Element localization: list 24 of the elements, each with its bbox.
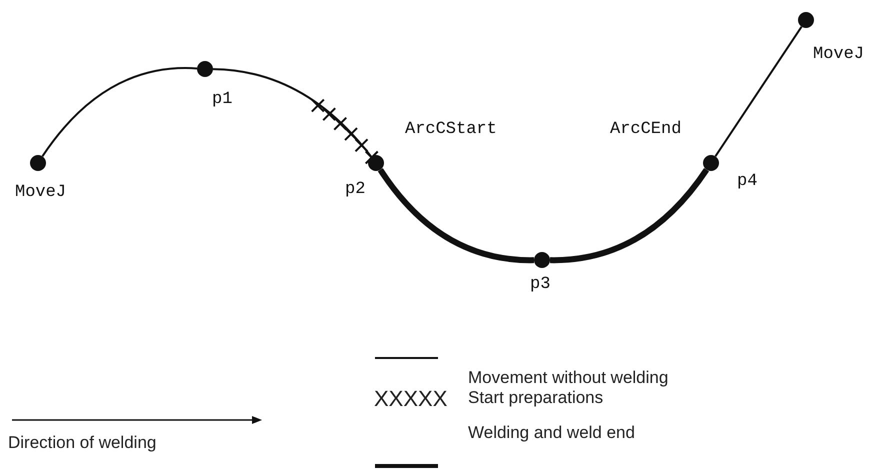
instruction-label: ArcCEnd [610, 120, 682, 140]
point-label: p4 [737, 172, 758, 192]
cross-symbol-text: XXXXX [374, 386, 448, 412]
waypoint-dot [534, 252, 550, 268]
legend-label: Movement without welding [468, 368, 668, 388]
waypoint-dot [798, 12, 814, 28]
waypoint-dot [703, 155, 719, 171]
point-label: MoveJ [813, 45, 864, 65]
welding-path [550, 168, 709, 264]
point-label: p1 [212, 90, 232, 110]
waypoint-dot [368, 155, 384, 171]
point-label: p3 [530, 275, 550, 295]
point-label: p2 [345, 180, 366, 200]
movement-path [42, 67, 198, 157]
legend-label: Start preparations [468, 388, 604, 408]
welding-path [378, 168, 534, 264]
waypoint-dot [30, 155, 46, 171]
legend-label: Welding and weld end [468, 423, 635, 443]
movement-path [212, 68, 372, 158]
instruction-label: ArcCStart [405, 120, 497, 140]
direction-label: Direction of welding [8, 432, 156, 453]
movement-path [714, 26, 802, 157]
point-label: MoveJ [15, 183, 66, 203]
waypoint-dot [197, 61, 213, 77]
